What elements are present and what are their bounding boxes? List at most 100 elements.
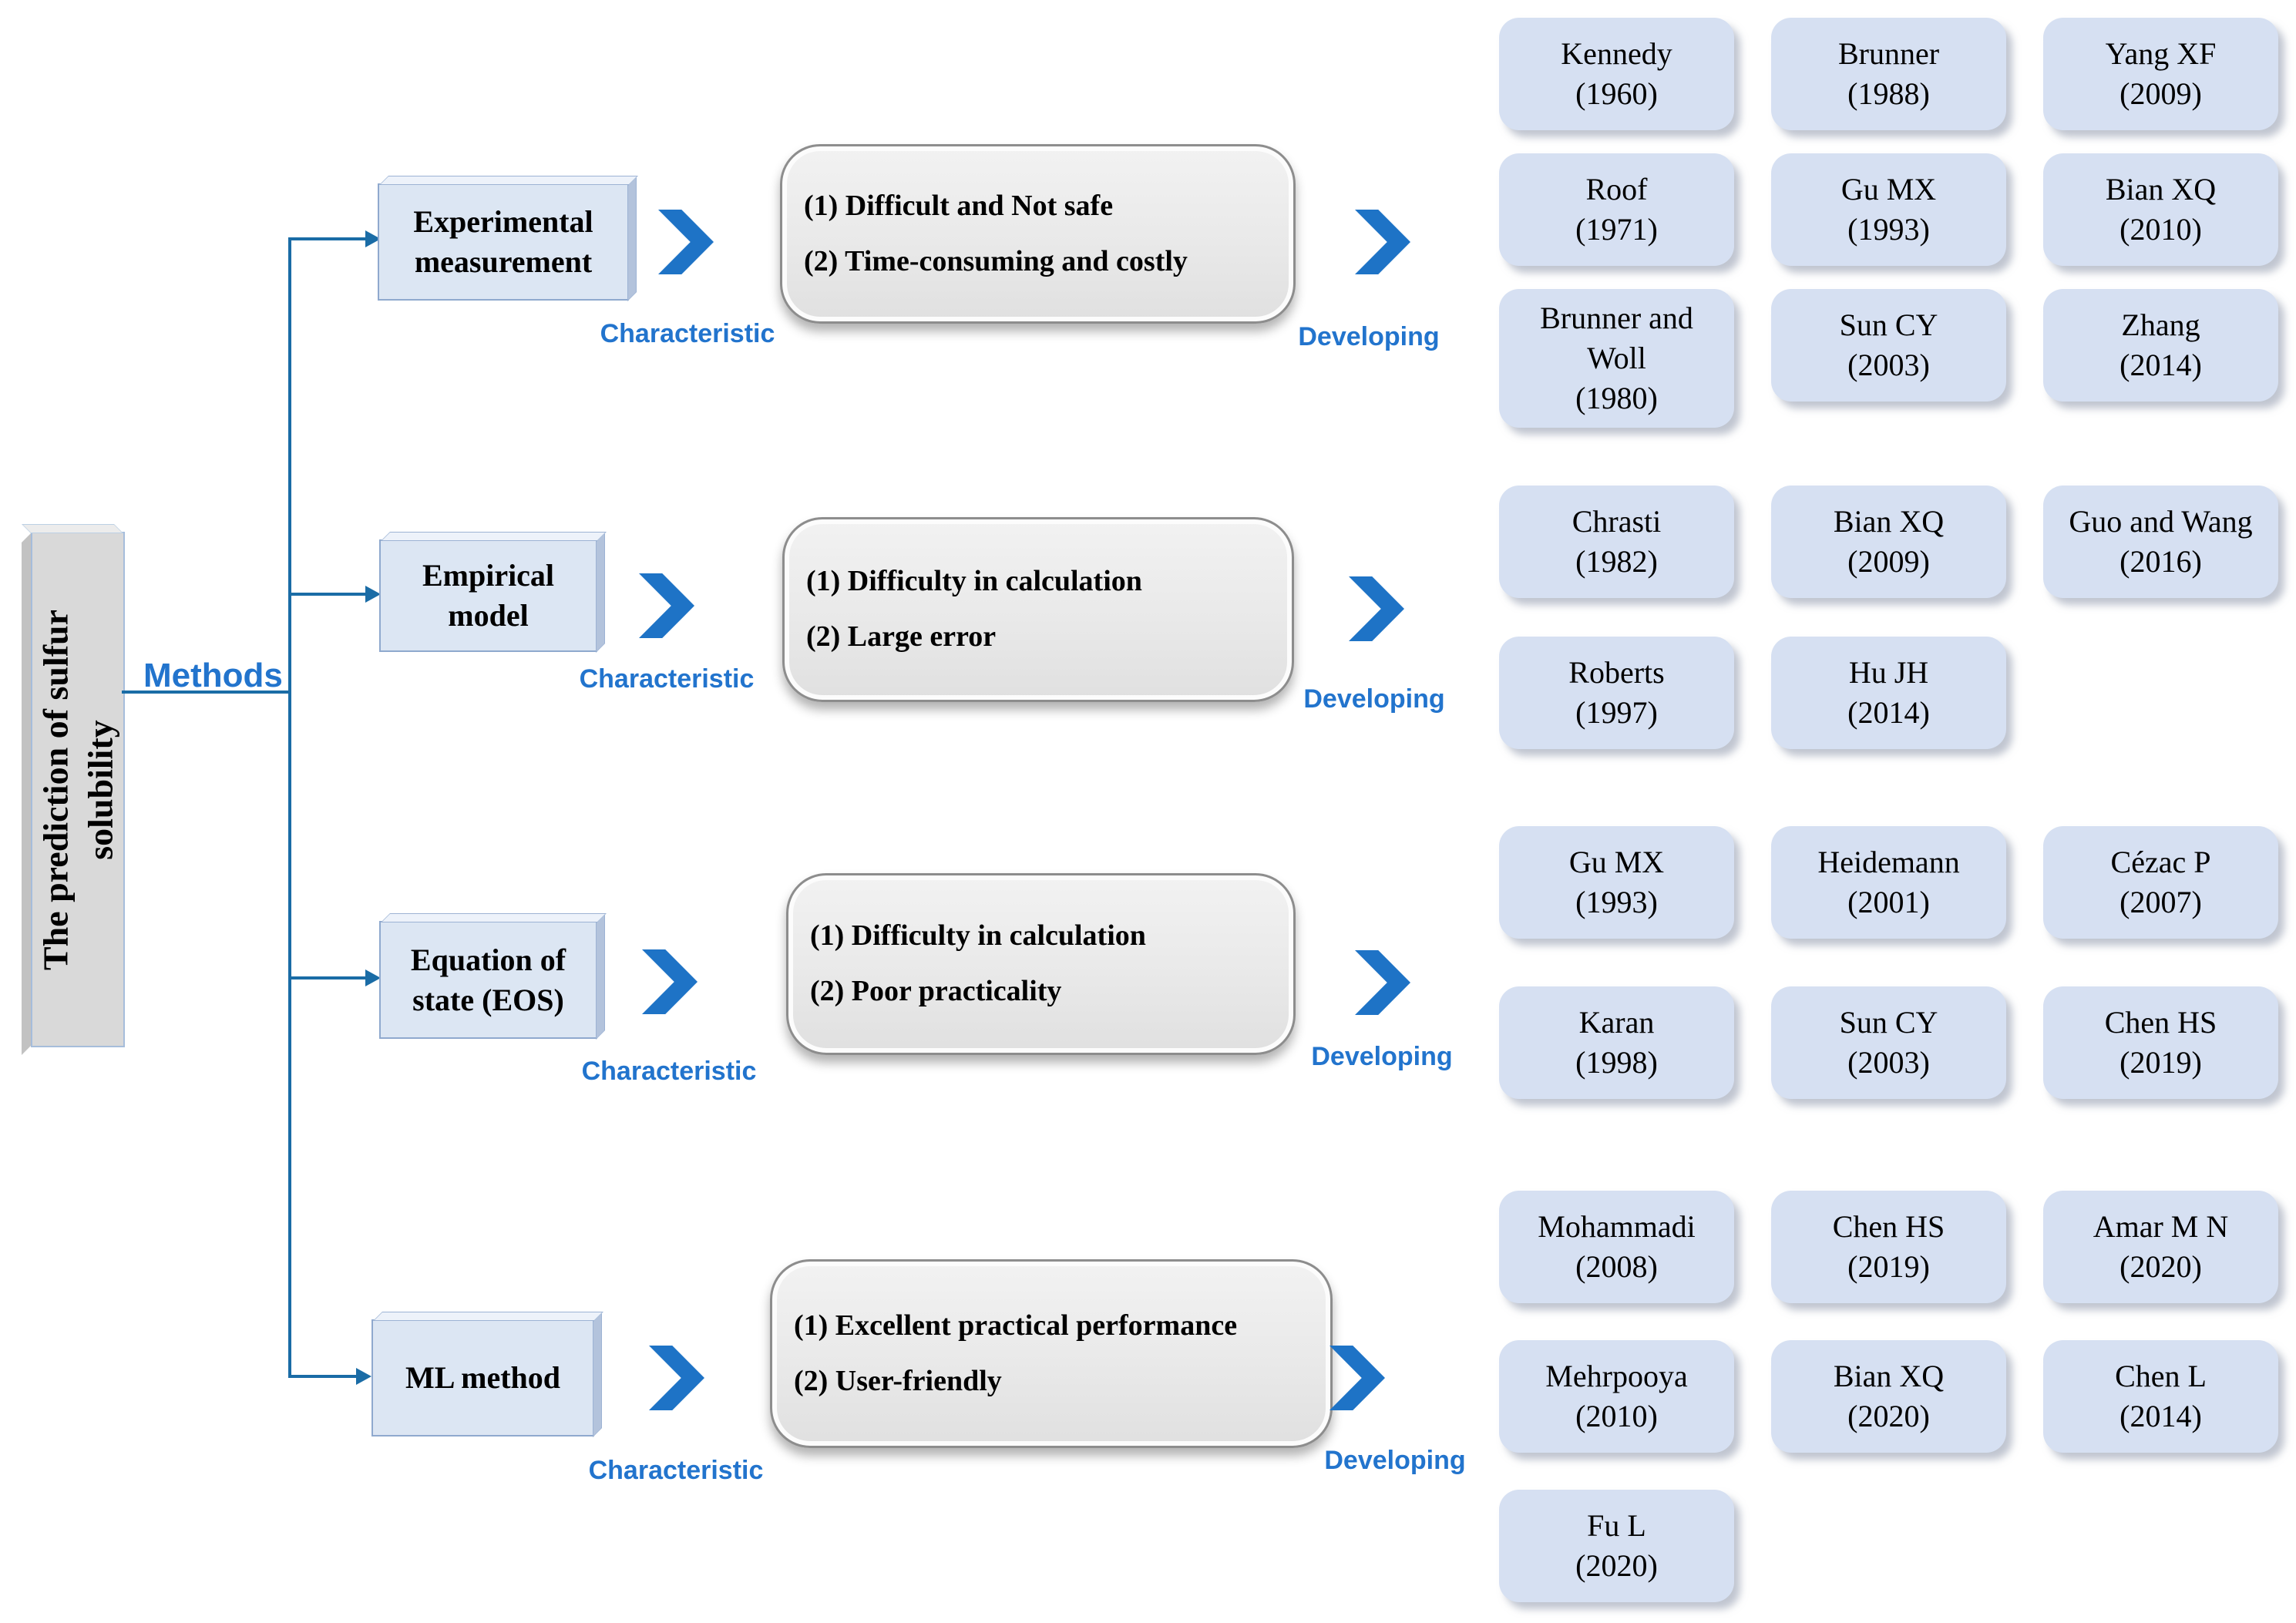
reference-year: (1980)	[1575, 381, 1658, 415]
reference-name: Roof	[1585, 172, 1648, 207]
developing-label: Developing	[1311, 1042, 1453, 1071]
reference-chip: Bian XQ (2020)	[1771, 1340, 2006, 1453]
characteristic-label: Characteristic	[579, 664, 755, 694]
reference-name: Bian XQ	[1833, 504, 1945, 539]
reference-chip: Gu MX(1993)	[1499, 826, 1734, 939]
reference-chip: Heidemann(2001)	[1771, 826, 2006, 939]
reference-chip: Fu L (2020)	[1499, 1490, 1734, 1602]
reference-chip: Amar M N(2020)	[2043, 1191, 2278, 1303]
method-box-ml-method: ML method	[371, 1319, 594, 1437]
reference-year: (2009)	[1847, 544, 1930, 579]
reference-chip: Sun CY (2003)	[1771, 986, 2006, 1099]
characteristic-item: (2) Poor practicality	[810, 975, 1062, 1007]
reference-year: (2008)	[1575, 1249, 1658, 1284]
reference-year: (1993)	[1847, 212, 1930, 247]
reference-chip: Guo and Wang(2016)	[2043, 486, 2278, 598]
methods-label: Methods	[143, 657, 283, 694]
method-box-equation-of-state: Equation of state (EOS)	[379, 921, 597, 1039]
chevron-right-icon	[639, 573, 694, 638]
reference-year: (2020)	[2120, 1249, 2202, 1284]
reference-chip: Cézac P (2007)	[2043, 826, 2278, 939]
developing-label: Developing	[1303, 684, 1445, 714]
method-box-empirical-model: Empirical model	[379, 539, 597, 652]
reference-name: Zhang	[2121, 307, 2200, 342]
reference-name: Chrasti	[1572, 504, 1662, 539]
reference-name: Gu MX	[1840, 172, 1937, 207]
reference-name: Bian XQ	[2105, 172, 2217, 207]
root-title-bar: The prediction of sulfur solubility	[31, 532, 125, 1047]
arrowhead-icon	[365, 969, 381, 986]
arrowhead-icon	[365, 230, 381, 247]
reference-chip: Chen HS (2019)	[1771, 1191, 2006, 1303]
reference-name: Chen L	[2115, 1359, 2207, 1393]
reference-chip: Chen HS (2019)	[2043, 986, 2278, 1099]
reference-chip: Mehrpooya(2010)	[1499, 1340, 1734, 1453]
method-box-experimental-measurement: Experimental measurement	[378, 183, 629, 301]
reference-year: (2009)	[2120, 76, 2202, 111]
reference-chip: Chrasti(1982)	[1499, 486, 1734, 598]
chevron-right-icon	[1330, 1346, 1385, 1410]
reference-name: Hu JH	[1848, 655, 1929, 690]
reference-year: (2007)	[2120, 885, 2202, 919]
reference-name: Sun CY	[1839, 1005, 1938, 1040]
reference-year: (2020)	[1575, 1548, 1658, 1583]
reference-chip: Roof (1971)	[1499, 153, 1734, 266]
reference-name: Brunner and Woll	[1540, 301, 1693, 375]
characteristic-item: (1) Difficult and Not safe	[804, 189, 1114, 222]
reference-year: (2003)	[1847, 1045, 1930, 1080]
reference-year: (1998)	[1575, 1045, 1658, 1080]
developing-label: Developing	[1324, 1446, 1466, 1475]
developing-label: Developing	[1298, 322, 1440, 351]
reference-grid-empirical: Chrasti(1982) Bian XQ (2009) Guo and Wang(2…	[1499, 486, 2279, 749]
connector-trunk	[288, 237, 291, 1378]
reference-year: (2019)	[1847, 1249, 1930, 1284]
characteristic-box-experimental: (1) Difficult and Not safe (2) Time-cons…	[780, 144, 1296, 324]
reference-year: (2003)	[1847, 348, 1930, 382]
arrowhead-icon	[356, 1368, 371, 1385]
reference-chip: Sun CY(2003)	[1771, 289, 2006, 402]
reference-year: (2010)	[1575, 1399, 1658, 1433]
reference-chip: Hu JH (2014)	[1771, 637, 2006, 749]
reference-chip: Mohammadi(2008)	[1499, 1191, 1734, 1303]
reference-name: Karan	[1578, 1005, 1655, 1040]
connector-root-to-trunk	[122, 691, 291, 694]
characteristic-box-empirical: (1) Difficulty in calculation (2) Large …	[782, 517, 1294, 702]
arrowhead-icon	[365, 586, 381, 603]
reference-name: Cézac P	[2110, 845, 2211, 879]
characteristic-label: Characteristic	[600, 319, 775, 348]
reference-name: Roberts	[1568, 655, 1665, 690]
reference-chip: Brunner and Woll (1980)	[1499, 289, 1734, 428]
reference-name: Bian XQ	[1833, 1359, 1945, 1393]
reference-year: (2014)	[1847, 695, 1930, 730]
reference-chip: Kennedy (1960)	[1499, 18, 1734, 130]
reference-name: Fu L	[1587, 1508, 1646, 1543]
reference-year: (2019)	[2120, 1045, 2202, 1080]
reference-chip: Gu MX (1993)	[1771, 153, 2006, 266]
connector-branch-2	[290, 593, 365, 596]
reference-chip: Bian XQ (2009)	[1771, 486, 2006, 598]
reference-grid-ml: Mohammadi(2008) Chen HS (2019) Amar M N(202…	[1499, 1191, 2279, 1602]
reference-year: (1971)	[1575, 212, 1658, 247]
reference-grid-eos: Gu MX(1993) Heidemann(2001) Cézac P (2007) K…	[1499, 826, 2279, 1099]
reference-chip: Chen L(2014)	[2043, 1340, 2278, 1453]
characteristic-item: (1) Difficulty in calculation	[806, 565, 1142, 598]
characteristic-box-eos: (1) Difficulty in calculation (2) Poor p…	[786, 873, 1296, 1055]
reference-name: Chen HS	[2104, 1005, 2217, 1040]
chevron-right-icon	[658, 210, 714, 274]
characteristic-item: (1) Excellent practical performance	[794, 1309, 1238, 1342]
characteristic-item: (2) Large error	[806, 620, 997, 653]
reference-year: (2020)	[1847, 1399, 1930, 1433]
reference-name: Heidemann	[1817, 845, 1960, 879]
reference-name: Gu MX	[1568, 845, 1665, 879]
reference-year: (1960)	[1575, 76, 1658, 111]
characteristic-item: (2) User-friendly	[794, 1364, 1002, 1397]
reference-grid-experimental: Kennedy(1960)Brunner(1988)Yang XF(2009)R…	[1499, 18, 2279, 428]
reference-name: Yang XF	[2105, 36, 2217, 71]
reference-name: Chen HS	[1832, 1209, 1945, 1244]
characteristic-item: (1) Difficulty in calculation	[810, 919, 1146, 953]
reference-year: (2010)	[2120, 212, 2202, 247]
reference-name: Kennedy	[1561, 36, 1672, 71]
method-label: ML method	[405, 1360, 561, 1395]
characteristic-label: Characteristic	[581, 1057, 757, 1086]
